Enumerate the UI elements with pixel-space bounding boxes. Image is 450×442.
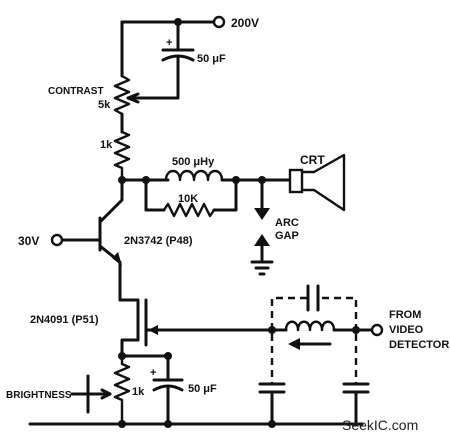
capacitor-top: + 50 μF <box>126 20 226 100</box>
label-res-1k-top: 1k <box>100 139 113 151</box>
crt-symbol: CRT <box>288 153 346 212</box>
fet-2n4091: 2N4091 (P51) <box>30 298 274 358</box>
video-inductor <box>284 320 336 332</box>
label-crt: CRT <box>300 153 325 167</box>
transistor-2n3742: 30V 2N3742 (P48) <box>18 178 193 302</box>
label-video: VIDEO <box>389 324 424 336</box>
label-arc: ARC <box>275 217 299 229</box>
terminal-video-in[interactable] <box>370 323 384 337</box>
capacitor-bottom: + 50 μF <box>150 352 217 426</box>
supply-rail-200v: 200V <box>120 15 259 30</box>
watermark: SeekIC.com <box>342 417 418 433</box>
label-detector: DETECTOR <box>389 339 449 351</box>
cap-bot-plus: + <box>150 367 156 379</box>
label-pot-5k: 5k <box>98 99 111 111</box>
label-inductor: 500 μHy <box>172 156 215 168</box>
inductor-500uhy <box>164 169 224 182</box>
terminal-200v[interactable] <box>212 15 226 29</box>
video-input-network: FROM VIDEO DETECTOR <box>258 284 449 426</box>
terminal-30v[interactable] <box>50 233 64 247</box>
label-res-10k: 10K <box>178 193 198 205</box>
label-q1: 2N3742 (P48) <box>124 235 193 247</box>
label-cap-top: 50 μF <box>197 53 226 65</box>
label-30v: 30V <box>18 234 39 248</box>
label-res-1k-bot: 1k <box>132 386 145 398</box>
label-cap-bot: 50 μF <box>188 383 217 395</box>
label-200v: 200V <box>231 16 259 30</box>
arc-gap: ARC GAP <box>250 178 299 276</box>
ground-rail <box>28 420 364 428</box>
label-contrast: CONTRAST <box>48 86 104 97</box>
resistor-10k <box>162 202 216 218</box>
resistor-1k-top: 1k <box>100 130 131 182</box>
label-from: FROM <box>389 309 421 321</box>
label-gap: GAP <box>275 230 299 242</box>
label-brightness: BRIGHTNESS <box>6 390 72 401</box>
output-network: 500 μHy 10K <box>118 156 292 218</box>
brightness-pot[interactable]: BRIGHTNESS 1k <box>6 352 170 426</box>
cap-top-plus: + <box>166 37 172 49</box>
contrast-pot[interactable]: CONTRAST 5k <box>48 20 140 134</box>
label-q2: 2N4091 (P51) <box>30 314 99 326</box>
